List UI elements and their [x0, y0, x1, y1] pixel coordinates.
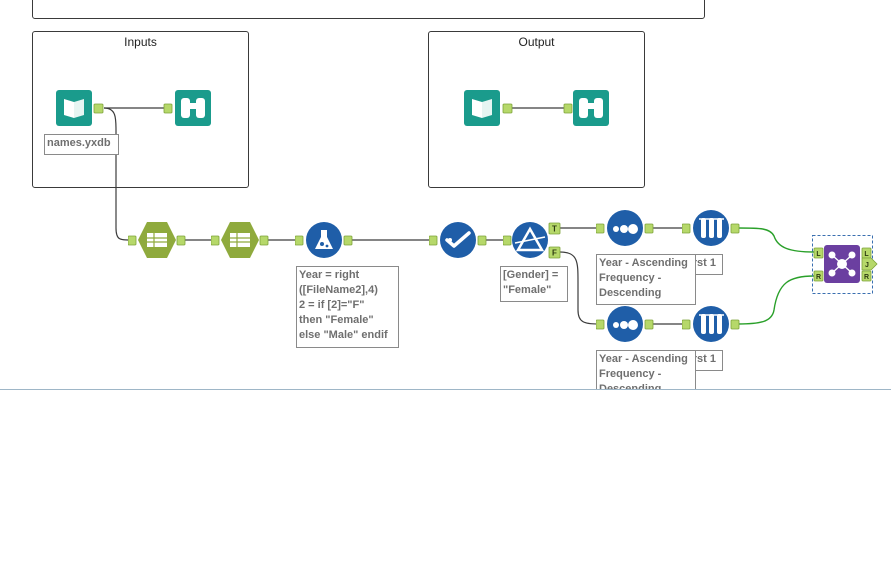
input-data-tool-output[interactable] — [463, 89, 515, 127]
input-file-annotation: names.yxdb — [44, 134, 119, 155]
sort-tool-top[interactable] — [595, 209, 654, 247]
input-data-book-icon — [464, 90, 513, 126]
formula-flask-icon — [294, 222, 353, 258]
connection-sample1-join — [737, 227, 815, 253]
browse-tool-output[interactable] — [563, 89, 615, 127]
browse-binoculars-icon — [563, 90, 609, 126]
checkmark-icon — [428, 222, 487, 258]
select-table-icon — [210, 222, 269, 258]
sort-tool-bottom[interactable] — [595, 305, 654, 343]
inputs-container-title: Inputs — [124, 35, 157, 49]
sample-tool-bottom[interactable] — [681, 305, 740, 343]
join-left-input-anchor[interactable]: L — [816, 251, 821, 258]
join-right-input-anchor[interactable]: R — [816, 274, 821, 281]
pane-divider[interactable] — [0, 389, 891, 390]
filter-true-anchor[interactable]: T — [552, 225, 557, 234]
sort-bottom-annotation: Year - Ascending Frequency - Descending — [596, 350, 696, 390]
select-tool-2[interactable] — [210, 221, 269, 259]
select-table-icon — [127, 222, 186, 258]
filter-false-anchor[interactable]: F — [552, 249, 557, 258]
join-right-output-anchor[interactable]: R — [864, 274, 869, 281]
sort-top-annotation: Year - Ascending Frequency - Descending — [596, 254, 696, 305]
sort-dots-icon — [595, 210, 654, 246]
sample-tubes-icon — [681, 210, 740, 246]
join-network-icon: L R L J R — [812, 235, 878, 294]
join-join-output-anchor[interactable]: J — [865, 262, 869, 269]
connection-input-select1 — [103, 107, 131, 241]
connection-sample2-join — [737, 275, 815, 325]
input-data-tool[interactable] — [54, 89, 106, 127]
clipped-container[interactable] — [32, 0, 705, 19]
results-pane — [0, 390, 891, 576]
filter-annotation: [Gender] = "Female" — [500, 266, 568, 302]
formula-tool[interactable] — [294, 221, 353, 259]
browse-tool-inputs[interactable] — [163, 89, 215, 127]
join-tool[interactable]: L R L J R — [812, 235, 878, 295]
filter-prism-icon: T F — [502, 222, 561, 259]
formula-annotation: Year = right ([FileName2],4) 2 = if [2]=… — [296, 266, 399, 348]
filter-tool[interactable]: T F — [502, 221, 565, 261]
sample-tubes-icon — [681, 306, 740, 342]
sample-tool-top[interactable] — [681, 209, 740, 247]
connection-filterF-sort — [559, 251, 599, 325]
sort-dots-icon — [595, 306, 654, 342]
browse-binoculars-icon — [163, 90, 211, 126]
check-tool[interactable] — [428, 221, 487, 259]
output-container-title: Output — [518, 35, 555, 49]
select-tool-1[interactable] — [127, 221, 186, 259]
join-left-output-anchor[interactable]: L — [864, 251, 869, 258]
input-data-book-icon — [56, 90, 104, 126]
